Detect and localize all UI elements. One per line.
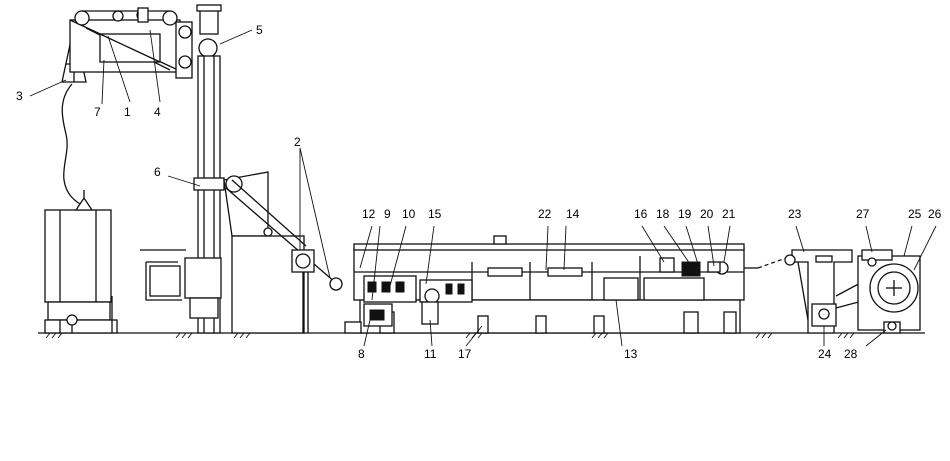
label-5: 5 <box>256 23 263 37</box>
feed-cable <box>61 83 81 205</box>
vertical-tower <box>140 4 225 334</box>
take-up-reel <box>857 249 921 334</box>
label-22: 22 <box>538 207 552 221</box>
label-1: 1 <box>124 105 131 119</box>
label-6: 6 <box>154 165 161 179</box>
label-16: 16 <box>634 207 648 221</box>
supply-container <box>44 190 118 334</box>
label-9: 9 <box>384 207 391 221</box>
label-13: 13 <box>624 347 638 361</box>
label-23: 23 <box>788 207 802 221</box>
label-15: 15 <box>428 207 442 221</box>
overhead-feeder <box>61 7 193 83</box>
leader-lines <box>29 29 937 347</box>
label-11: 11 <box>424 347 437 361</box>
label-7: 7 <box>94 105 101 119</box>
label-3: 3 <box>16 89 23 103</box>
label-20: 20 <box>700 207 714 221</box>
ground-line <box>38 332 925 339</box>
cutter-unit <box>784 249 867 334</box>
label-26: 26 <box>928 207 942 221</box>
label-12: 12 <box>362 207 376 221</box>
label-18: 18 <box>656 207 670 221</box>
label-19: 19 <box>678 207 692 221</box>
label-2: 2 <box>294 135 301 149</box>
main-machine-body <box>344 235 758 334</box>
label-8: 8 <box>358 347 365 361</box>
label-4: 4 <box>154 105 161 119</box>
label-14: 14 <box>566 207 580 221</box>
label-27: 27 <box>856 207 870 221</box>
label-28: 28 <box>844 347 858 361</box>
strip-path <box>757 257 787 269</box>
label-17: 17 <box>458 347 472 361</box>
label-21: 21 <box>722 207 736 221</box>
callout-labels: 1 2 3 4 5 6 7 8 9 10 11 12 13 14 15 16 1… <box>16 23 942 361</box>
label-24: 24 <box>818 347 832 361</box>
label-25: 25 <box>908 207 922 221</box>
accumulator-frame <box>223 171 343 334</box>
label-10: 10 <box>402 207 416 221</box>
